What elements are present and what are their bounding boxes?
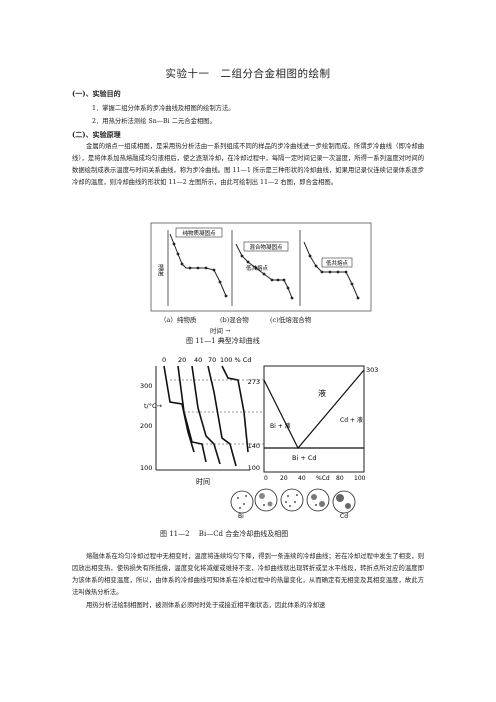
fig1-label-eutectic-c: 低共熔点 [326, 259, 349, 267]
fig2-yaxis: t/°C→ [144, 402, 163, 410]
fig2-region-cd-liquid: Cd + 液 [340, 416, 363, 424]
fig1-caption-b: (b)混合物 [220, 316, 249, 324]
objective-item: 2．用热分析法测绘 Sn—Bi 二元合金相图。 [92, 118, 216, 125]
fig1-caption-a: （a）纯物质 [160, 316, 197, 324]
section-heading-principle: (二)、实验原理 [72, 130, 121, 139]
fig2-rtick-100: 100 [248, 464, 260, 472]
fig2-rtick-140: 140 [248, 442, 260, 450]
fig1-label-eutectic-b: 低共熔点 [246, 264, 269, 272]
fig2-rtop-303: 303 [366, 366, 378, 374]
section-heading-objectives: (一)、实验目的 [72, 89, 121, 98]
fig2-comp-100: 100 [354, 475, 366, 482]
fig2-top-70: 70 [208, 356, 216, 364]
fig2-region-bi-cd: Bi + Cd [292, 454, 317, 462]
fig2-region-bi-liquid: Bi + 液 [270, 422, 291, 430]
objective-item: 1．掌握二组分体系的步冷曲线及相图的绘制方法。 [92, 105, 235, 112]
fig2-caption: 图 11—2 Bi—Cd 合金冷却曲线及相图 [160, 530, 289, 538]
fig1-caption-c: (c)低熔混合物 [270, 316, 312, 324]
paragraph: 金属的熔点一组成相图，是采用热分析法由一系列组成不同的样品的步冷曲线进一步绘制而… [72, 143, 424, 186]
fig2-bottom-bi: Bi [238, 513, 244, 520]
fig2-top-20: 20 [178, 356, 186, 364]
paragraph: 用热分析法绘制相图时，被测体系必须时时处于或接近相平衡状态，因此体系的冷却速 [86, 602, 326, 609]
fig2-xaxis: 时间 [196, 477, 210, 486]
page-title: 实验十一 二组分合金相图的绘制 [165, 68, 331, 80]
fig2-bottom-cd: Cd [340, 513, 348, 520]
figure-11-2: 0 20 40 70 100 % Cd 300 200 100 t/°C→ 时间… [140, 356, 378, 520]
fig2-comp-unit: %Cd [316, 475, 330, 482]
paragraph: 熔融体系在均匀冷却过程中无相变时，温度将连续均匀下降，得到一条连续的冷却曲线；若… [72, 553, 424, 596]
fig2-comp-40: 40 [298, 475, 306, 482]
fig2-top-100: 100 % Cd [220, 356, 251, 364]
fig2-tick-100: 100 [140, 464, 152, 472]
figure-11-1: 纯物质凝固点 温度 混合物凝固点 低共熔点 低共熔点 [150, 222, 372, 312]
fig2-rtick-273: 273 [248, 378, 260, 386]
fig1-label-pure: 纯物质凝固点 [182, 229, 216, 237]
fig2-comp-20: 20 [280, 475, 288, 482]
fig2-top-40: 40 [194, 356, 202, 364]
fig2-comp-0: 0 [264, 475, 268, 482]
fig2-comp-80: 80 [336, 475, 344, 482]
fig1-xaxis: 时间 → [210, 327, 231, 335]
fig2-top-0: 0 [162, 356, 166, 364]
fig2-region-liquid: 液 [318, 388, 326, 398]
fig1-label-mixture: 混合物凝固点 [249, 243, 283, 251]
fig2-tick-200: 200 [140, 422, 152, 430]
fig2-tick-300: 300 [140, 382, 152, 390]
fig1-caption: 图 11—1 典型冷却曲线 [186, 337, 260, 345]
fig1-yaxis: 温度 [157, 263, 164, 277]
